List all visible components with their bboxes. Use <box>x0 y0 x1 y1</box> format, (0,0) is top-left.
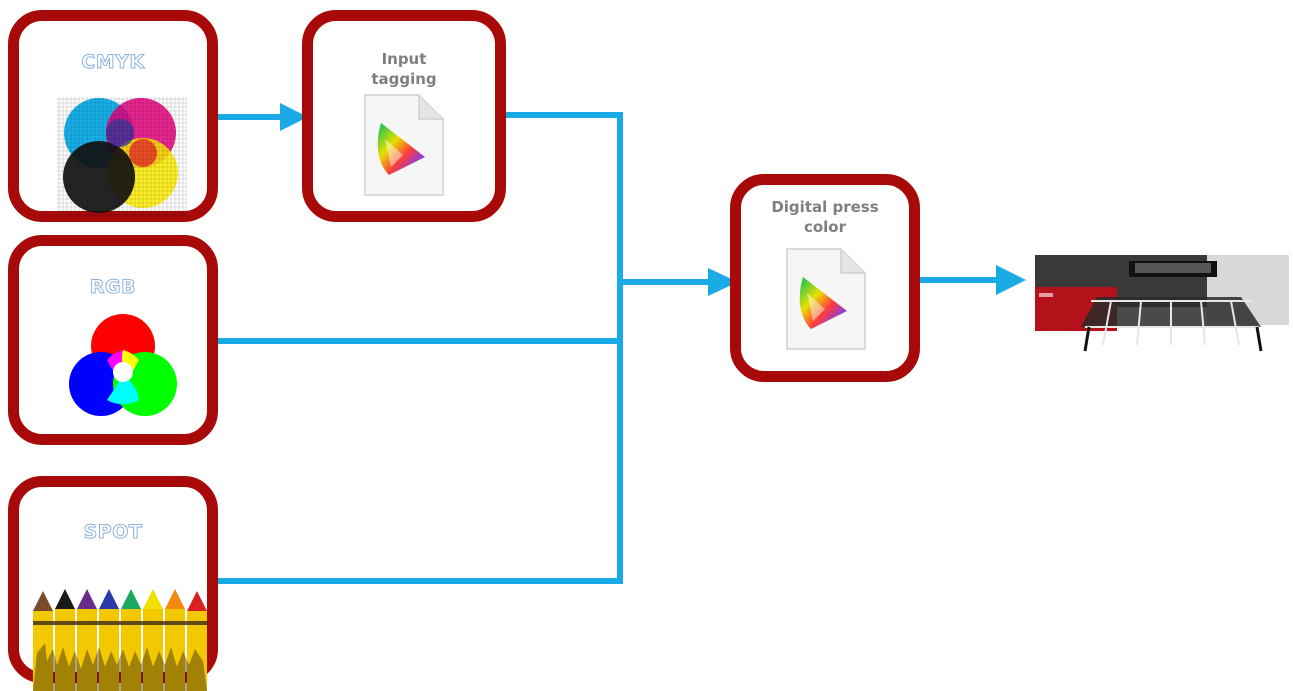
input-tagging-label-line2: tagging <box>371 70 437 88</box>
spot-source-box: SPOT <box>8 476 218 691</box>
input-tagging-box: Input tagging <box>302 10 506 222</box>
flatbed-printer-icon <box>1035 255 1289 352</box>
icc-profile-document-icon <box>786 248 866 350</box>
cmyk-source-box: CMYK <box>8 10 218 222</box>
spot-label: SPOT <box>83 521 143 544</box>
rgb-additive-circles-icon <box>69 314 177 416</box>
connector-spot-to-bus <box>218 341 623 584</box>
input-tagging-label-line1: Input <box>381 50 427 68</box>
cmyk-halftone-circles-icon <box>57 97 187 217</box>
connector-input-tagging-to-bus <box>500 112 623 282</box>
connector-rgb-to-bus <box>218 282 623 344</box>
crayons-icon <box>33 589 207 691</box>
cmyk-label: CMYK <box>81 51 145 74</box>
rgb-label: RGB <box>89 276 137 299</box>
arrowhead-digital-press <box>708 268 738 296</box>
icc-profile-document-icon <box>364 94 444 196</box>
rgb-source-box: RGB <box>8 235 218 445</box>
digital-press-label-line1: Digital press <box>771 198 879 216</box>
digital-press-color-box: Digital press color <box>730 174 920 382</box>
arrowhead-input-tagging <box>280 103 308 131</box>
arrowhead-printer <box>996 265 1026 295</box>
digital-press-label-line2: color <box>803 218 847 236</box>
